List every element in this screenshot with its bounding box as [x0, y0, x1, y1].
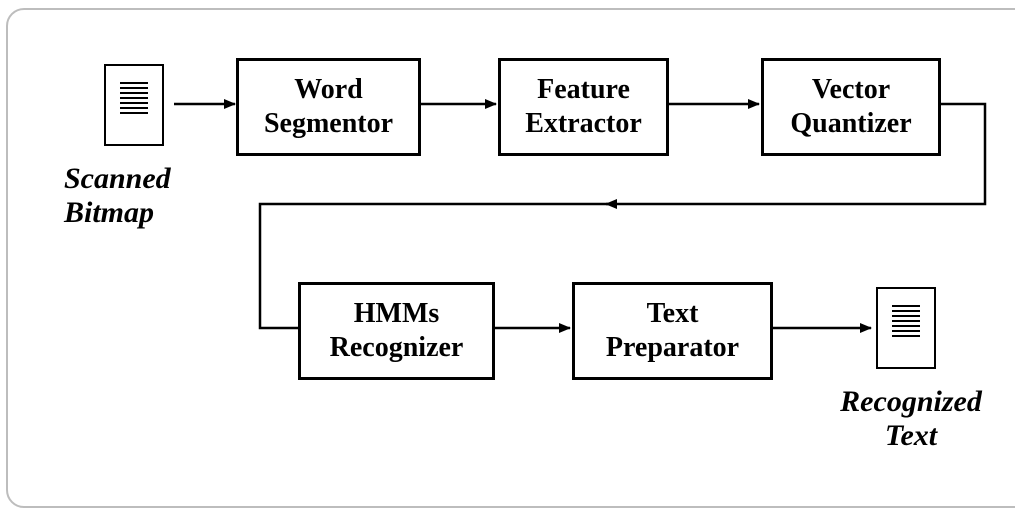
recognized-text-caption-line1: Recognized: [840, 385, 982, 418]
text-preparator-box: Text Preparator: [572, 282, 773, 380]
feature-extractor-label: Feature Extractor: [525, 74, 642, 139]
document-text-lines: [892, 305, 920, 339]
connector-vector-quantizer-return: [605, 102, 987, 209]
text-preparator-label: Text Preparator: [605, 298, 740, 363]
word-segmentor-box: Word Segmentor: [236, 58, 421, 156]
scanned-bitmap-document-icon: [104, 64, 164, 146]
recognized-text-caption-line2: Text: [884, 419, 938, 452]
vector-quantizer-box: Vector Quantizer: [761, 58, 941, 156]
vector-quantizer-label: Vector Quantizer: [790, 74, 912, 139]
scanned-bitmap-caption-line2: Bitmap: [64, 196, 155, 229]
word-segmentor-label: Word Segmentor: [263, 74, 394, 139]
hmms-recognizer-label: HMMs Recognizer: [329, 298, 464, 363]
feature-extractor-box: Feature Extractor: [498, 58, 669, 156]
scanned-bitmap-caption-line1: Scanned: [64, 162, 171, 195]
recognized-text-document-icon: [876, 287, 936, 369]
connector-to-hmms-recognizer: [258, 202, 610, 330]
scanned-bitmap-caption: Scanned Bitmap: [64, 162, 171, 230]
flow-connectors: [174, 99, 987, 333]
document-text-lines: [120, 82, 148, 116]
recognized-text-caption: Recognized Text: [818, 385, 1004, 453]
hmms-recognizer-box: HMMs Recognizer: [298, 282, 495, 380]
